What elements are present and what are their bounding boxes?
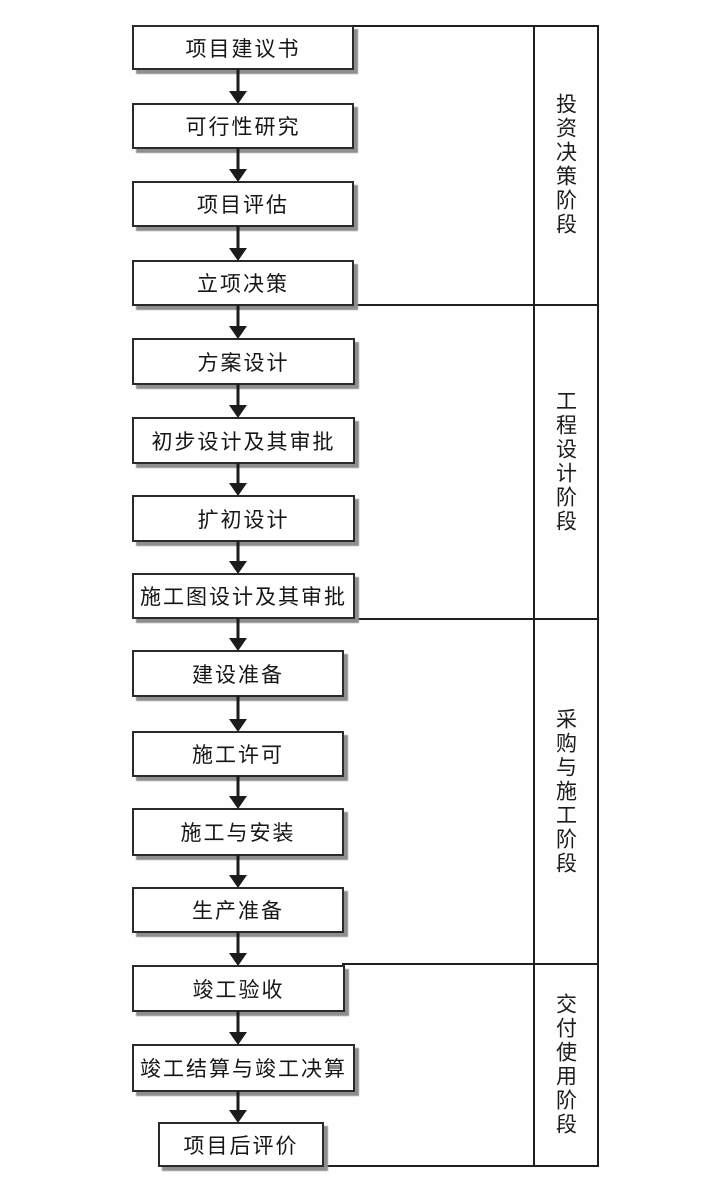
phase-label-investment-decision: 投资决策阶段 xyxy=(533,25,598,305)
step-box-completion-acceptance: 竣工验收 xyxy=(132,965,345,1012)
flow-arrow-down xyxy=(228,305,248,339)
arrow-head-icon xyxy=(229,1110,247,1123)
arrow-head-icon xyxy=(229,405,247,418)
section-divider-investment-design xyxy=(352,304,599,306)
arrow-stem xyxy=(236,463,240,484)
step-box-construction-installation: 施工与安装 xyxy=(132,808,344,856)
frame-top-line xyxy=(352,25,599,27)
arrow-stem xyxy=(236,855,240,876)
step-box-project-evaluation: 项目评估 xyxy=(132,181,354,227)
phase-label-text: 采购与施工阶段 xyxy=(553,707,578,876)
step-box-construction-drawing-design-approval: 施工图设计及其审批 xyxy=(132,573,355,619)
arrow-head-icon xyxy=(229,875,247,888)
arrow-head-icon xyxy=(229,248,247,261)
phase-column-left-border xyxy=(533,25,535,1167)
step-box-preliminary-design-approval: 初步设计及其审批 xyxy=(132,417,355,464)
step-box-scheme-design: 方案设计 xyxy=(132,338,355,385)
step-box-completion-settlement: 竣工结算与竣工决算 xyxy=(132,1044,355,1092)
arrow-stem xyxy=(236,696,240,720)
flow-arrow-down xyxy=(228,148,248,182)
phase-label-handover-use: 交付使用阶段 xyxy=(533,964,598,1166)
phase-label-text: 投资决策阶段 xyxy=(553,93,578,237)
section-divider-design-procurement xyxy=(352,618,599,620)
flow-arrow-down xyxy=(228,463,248,496)
arrow-stem xyxy=(236,69,240,92)
step-box-expanded-preliminary-design: 扩初设计 xyxy=(132,495,355,542)
arrow-stem xyxy=(236,226,240,249)
flow-arrow-down xyxy=(228,932,248,966)
step-box-production-preparation: 生产准备 xyxy=(132,887,344,933)
flow-arrow-down xyxy=(228,696,248,732)
phase-label-text: 工程设计阶段 xyxy=(553,390,578,534)
step-box-approval-decision: 立项决策 xyxy=(132,260,354,306)
step-box-construction-preparation: 建设准备 xyxy=(132,650,344,697)
arrow-stem xyxy=(236,776,240,797)
arrow-head-icon xyxy=(229,483,247,496)
flow-arrow-down xyxy=(228,226,248,261)
arrow-stem xyxy=(236,1091,240,1111)
phase-column-right-border xyxy=(597,25,599,1167)
phase-label-text: 交付使用阶段 xyxy=(553,993,578,1137)
section-divider-procurement-handover xyxy=(342,963,599,965)
arrow-stem xyxy=(236,541,240,562)
frame-bottom-line xyxy=(322,1165,599,1167)
phase-label-engineering-design: 工程设计阶段 xyxy=(533,305,598,619)
arrow-head-icon xyxy=(229,169,247,182)
arrow-head-icon xyxy=(229,638,247,651)
arrow-stem xyxy=(236,932,240,954)
arrow-stem xyxy=(236,1011,240,1033)
arrow-head-icon xyxy=(229,953,247,966)
flow-arrow-down xyxy=(228,618,248,651)
step-box-construction-permit: 施工许可 xyxy=(132,731,344,777)
arrow-head-icon xyxy=(229,1032,247,1045)
arrow-head-icon xyxy=(229,719,247,732)
arrow-head-icon xyxy=(229,91,247,104)
flow-arrow-down xyxy=(228,69,248,104)
arrow-stem xyxy=(236,148,240,170)
flow-arrow-down xyxy=(228,541,248,574)
arrow-head-icon xyxy=(229,796,247,809)
step-box-feasibility-study: 可行性研究 xyxy=(132,103,354,149)
flow-arrow-down xyxy=(228,776,248,809)
arrow-stem xyxy=(236,618,240,639)
flow-arrow-down xyxy=(228,384,248,418)
arrow-head-icon xyxy=(229,326,247,339)
step-box-post-project-evaluation: 项目后评价 xyxy=(158,1122,324,1167)
flow-arrow-down xyxy=(228,1011,248,1045)
arrow-head-icon xyxy=(229,561,247,574)
step-box-project-proposal: 项目建议书 xyxy=(132,25,354,70)
flow-arrow-down xyxy=(228,1091,248,1123)
phase-label-procurement-construction: 采购与施工阶段 xyxy=(533,619,598,964)
arrow-stem xyxy=(236,305,240,327)
arrow-stem xyxy=(236,384,240,406)
flow-arrow-down xyxy=(228,855,248,888)
